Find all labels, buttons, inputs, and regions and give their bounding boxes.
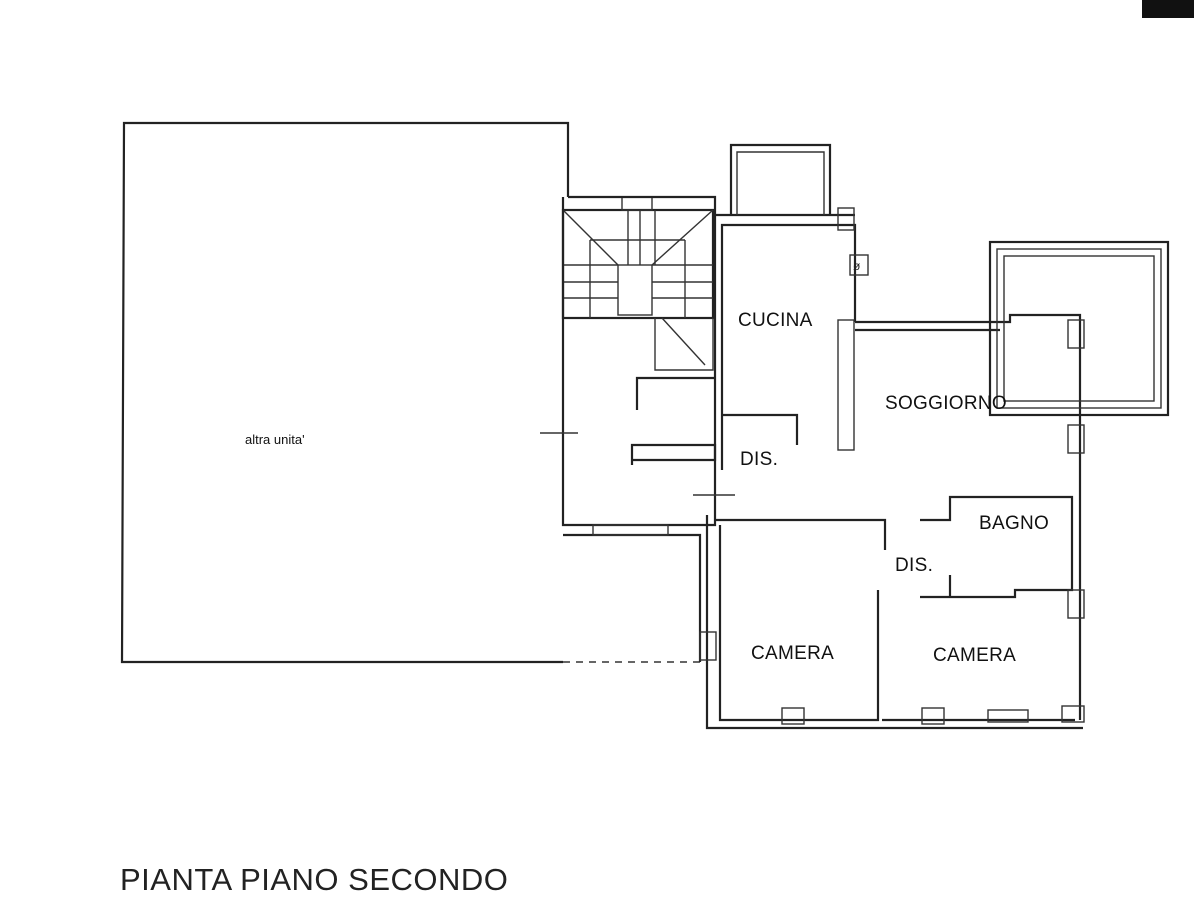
room-label-other-unit: altra unita' bbox=[245, 432, 305, 447]
room-label-living: SOGGIORNO bbox=[885, 393, 1007, 414]
room-label-bedroom-1: CAMERA bbox=[751, 643, 835, 664]
staircase bbox=[561, 196, 715, 371]
scan-corner-mark bbox=[1142, 0, 1194, 18]
room-label-bathroom: BAGNO bbox=[979, 513, 1050, 534]
room-label-bedroom-2: CAMERA bbox=[933, 645, 1017, 666]
room-label-hall-1: DIS. bbox=[740, 449, 779, 470]
plan-title: PIANTA PIANO SECONDO bbox=[120, 862, 509, 897]
room-label-hall-2: DIS. bbox=[895, 555, 934, 576]
other-unit-outline bbox=[120, 121, 570, 664]
svg-text:ø: ø bbox=[853, 259, 861, 273]
room-label-kitchen: CUCINA bbox=[738, 310, 813, 331]
